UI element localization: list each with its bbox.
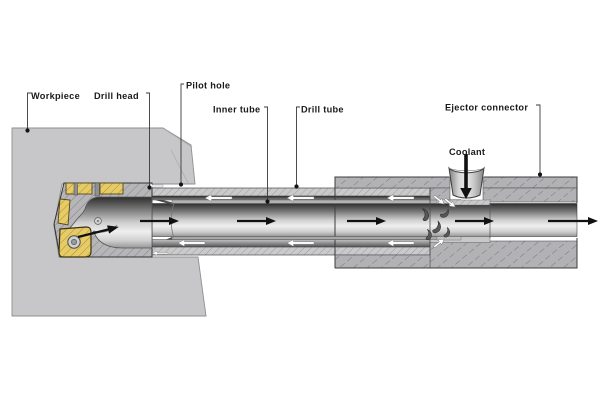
chip-entry-arrow — [77, 225, 119, 239]
label-text: Ejector connector — [445, 103, 528, 113]
workpiece-face-edge — [170, 149, 189, 184]
label-text: Drill head — [94, 91, 139, 101]
suction-arrow — [444, 197, 456, 208]
chip-icon — [440, 208, 449, 218]
coolant-flow-arrow — [286, 239, 315, 247]
coolant-flow-arrow — [386, 194, 415, 202]
ejector-connector — [334, 176, 578, 269]
label-text: Pilot hole — [186, 81, 230, 91]
leader-dot — [265, 199, 270, 204]
inner-tube-wall-bottom — [171, 236, 456, 240]
bottom-gap-flow-arrow — [151, 250, 169, 256]
leader-dot — [178, 182, 184, 187]
leader-dot — [537, 172, 543, 177]
chip-exit-arrow — [548, 217, 598, 225]
label-drill-tube: Drill tube — [294, 105, 344, 189]
chip-icon — [422, 208, 429, 222]
leader-line — [180, 83, 184, 183]
label-text: Workpiece — [31, 91, 80, 101]
coolant-flow-arrow — [386, 239, 415, 247]
guide-pad-left — [57, 198, 71, 226]
pad-screw-right — [94, 182, 100, 197]
leader-line — [264, 106, 268, 200]
leader-line — [27, 92, 31, 129]
label-workpiece: Workpiece — [25, 91, 80, 133]
connector-bottom-strip — [334, 254, 431, 269]
guide-pad-top-right — [99, 182, 124, 195]
leader-dot — [147, 185, 152, 190]
nozzle-slot-bottom — [436, 236, 462, 241]
chip-flow-arrow — [347, 217, 386, 225]
label-inner-tube: Inner tube — [213, 105, 270, 204]
chip-icon — [443, 227, 451, 238]
coolant-flow-arrow — [177, 239, 206, 247]
suction-arrow — [433, 194, 445, 205]
label-text: Drill tube — [301, 105, 344, 115]
connector-top-right — [482, 176, 578, 189]
chip-flow-arrow — [237, 217, 276, 225]
connector-top-left — [334, 176, 451, 189]
leader-dot — [294, 184, 299, 189]
suction-arrow — [433, 238, 445, 249]
drill-head — [53, 182, 153, 258]
leader-line — [146, 92, 150, 186]
chip-icon — [432, 220, 441, 234]
chip-flow-arrows — [77, 154, 598, 239]
leader-dot — [25, 128, 30, 133]
chip-icon — [425, 229, 432, 241]
label-drill-head: Drill head — [94, 91, 152, 190]
label-coolant: Coolant — [449, 147, 485, 157]
coolant-flow-arrow — [286, 194, 315, 202]
funnel-seat-strip — [448, 199, 491, 206]
insert-screw-center — [71, 239, 77, 245]
label-text: Coolant — [449, 147, 485, 157]
labels: Workpiece Drill head Pilot hole Inner tu… — [25, 81, 543, 204]
connector-lower-block — [429, 240, 578, 269]
chip-flow-arrow — [140, 217, 179, 225]
leader-line — [536, 104, 541, 173]
drill-tube-wall-bottom — [149, 246, 431, 256]
label-ejector-connector: Ejector connector — [445, 103, 543, 177]
head-screw-center — [96, 219, 100, 223]
label-text: Inner tube — [213, 105, 260, 115]
coolant-flow-arrows — [146, 183, 456, 256]
leader-line — [296, 106, 300, 185]
guide-pad-top-left — [65, 182, 93, 195]
coolant-inlet-arrow — [460, 154, 472, 199]
label-pilot-hole: Pilot hole — [178, 81, 230, 187]
connector-upper-right — [482, 187, 578, 203]
drill-tube-wall-top — [149, 187, 431, 197]
workpiece-chamfer-edge — [164, 129, 193, 148]
chips — [422, 208, 451, 241]
coolant-flow-arrow — [204, 194, 233, 202]
chip-flow-arrow — [455, 217, 494, 225]
inner-tube-wall-top — [171, 199, 456, 204]
pad-screw-left — [73, 182, 78, 196]
